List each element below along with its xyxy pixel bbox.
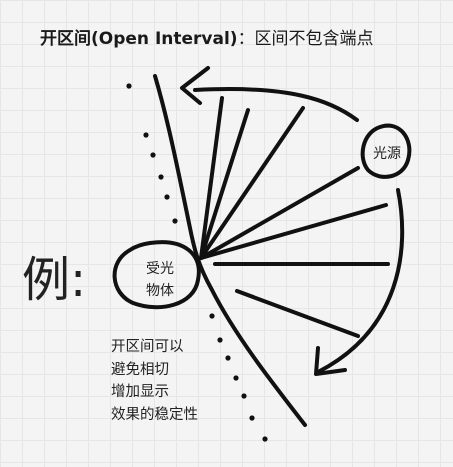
right-arrowhead: [314, 346, 347, 376]
light-ray-2: [199, 108, 250, 260]
dotted-boundary-line: [126, 83, 268, 442]
diagram-title: 开区间(Open Interval)：区间不包含端点: [40, 24, 374, 49]
example-label: 例:: [22, 252, 87, 308]
top-arc-arrow: [193, 87, 359, 122]
title-bold: 开区间(Open Interval): [40, 29, 238, 49]
explanation-note: 开区间可以 避免相切 增加显示 效果的稳定性: [111, 336, 198, 426]
light-ray-5: [199, 203, 388, 260]
note-line: 开区间可以: [111, 339, 184, 355]
note-line: 效果的稳定性: [111, 406, 198, 423]
receiver-label-line: 物体: [146, 283, 174, 299]
light-ray-7: [235, 289, 360, 338]
right-arc-arrow: [316, 188, 405, 374]
light-ray-3: [199, 106, 305, 260]
receiver-object-circle: [112, 240, 201, 310]
receiver-object-label: 受光 物体: [140, 258, 180, 302]
top-arrowhead: [180, 66, 210, 105]
note-line: 避免相切: [111, 361, 169, 378]
light-source-label: 光源: [373, 146, 401, 162]
light-source-circle: [360, 123, 412, 179]
light-ray-1: [199, 96, 224, 260]
light-ray-4: [199, 166, 360, 260]
receiver-label-line: 受光: [146, 261, 174, 277]
boundary-curve: [153, 74, 307, 427]
title-description: ：区间不包含端点: [237, 29, 374, 49]
note-line: 增加显示: [111, 384, 169, 400]
